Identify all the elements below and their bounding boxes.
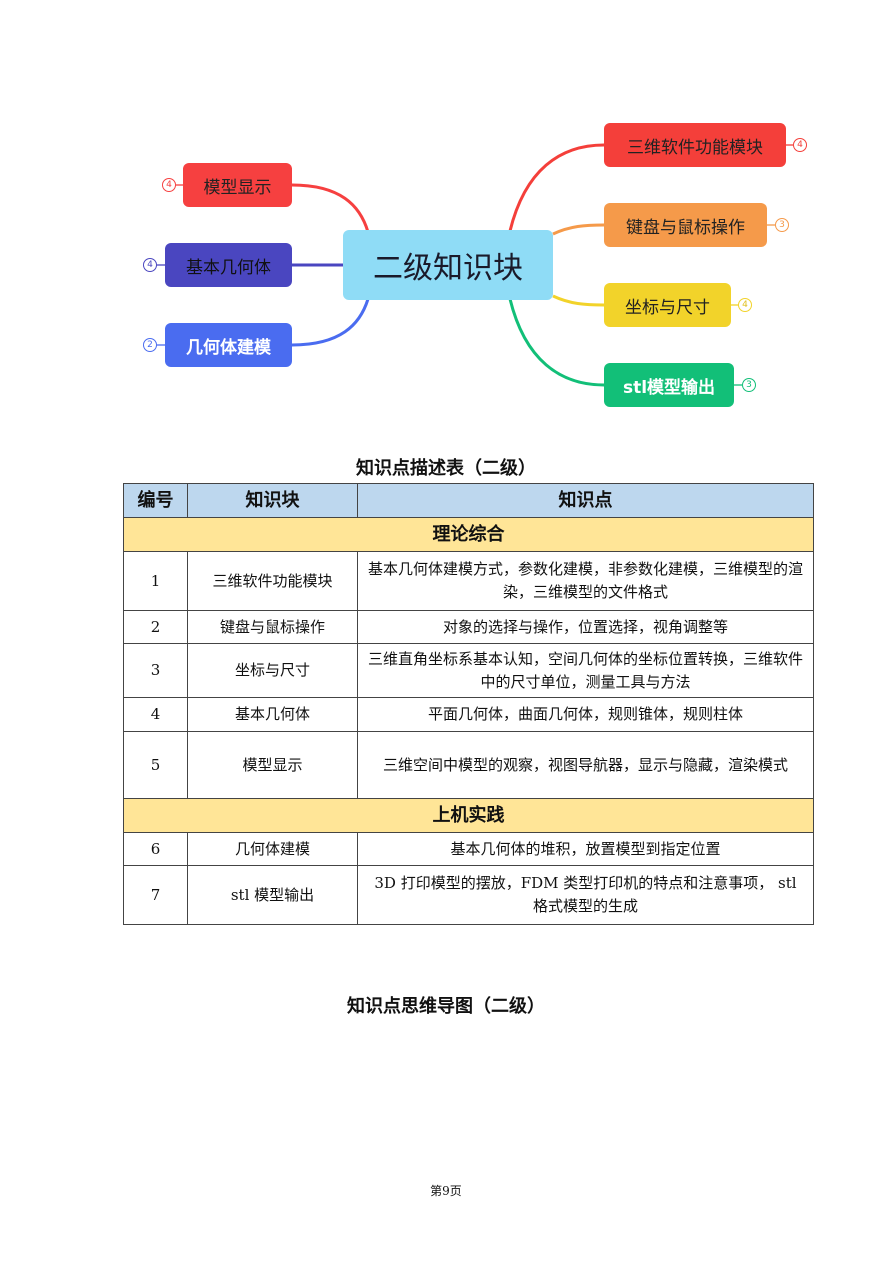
cell-block: 基本几何体 [187, 697, 358, 732]
link-geometry-modeling [291, 298, 370, 347]
cell-points: 三维直角坐标系基本认知，空间几何体的坐标位置转换，三维软件中的尺寸单位，测量工具… [357, 643, 814, 698]
cell-points: 三维空间中模型的观察，视图导航器，显示与隐藏，渲染模式 [357, 731, 814, 799]
cell-no: 6 [123, 832, 188, 866]
mindmap-node-basic-geometry: 基本几何体 [165, 243, 292, 287]
section-practice: 上机实践 [123, 798, 814, 833]
table-header-row: 编号 知识块 知识点 [123, 483, 814, 518]
link-keyboard [552, 223, 605, 236]
count-badge: 4 [793, 138, 807, 152]
cell-points: 对象的选择与操作，位置选择，视角调整等 [357, 610, 814, 644]
cell-no: 1 [123, 551, 188, 611]
cell-no: 5 [123, 731, 188, 799]
cell-points: 基本几何体建模方式，参数化建模，非参数化建模，三维模型的渲染，三维模型的文件格式 [357, 551, 814, 611]
cell-no: 4 [123, 697, 188, 732]
count-badge: 3 [775, 218, 789, 232]
table-title: 知识点描述表（二级） [356, 458, 536, 479]
cell-points: 3D 打印模型的摆放，FDM 类型打印机的特点和注意事项， stl 格式模型的生… [357, 865, 814, 925]
header-block: 知识块 [187, 483, 358, 518]
count-badge: 4 [143, 258, 157, 272]
cell-no: 3 [123, 643, 188, 698]
cell-block: 模型显示 [187, 731, 358, 799]
cell-block: stl 模型输出 [187, 865, 358, 925]
cell-points: 基本几何体的堆积，放置模型到指定位置 [357, 832, 814, 866]
mindmap-links [157, 143, 793, 387]
count-badge: 4 [162, 178, 176, 192]
header-points: 知识点 [357, 483, 814, 518]
count-badge: 2 [143, 338, 157, 352]
cell-block: 几何体建模 [187, 832, 358, 866]
mindmap-node-keyboard-mouse: 键盘与鼠标操作 [604, 203, 767, 247]
mindmap-node-stl-output: stl模型输出 [604, 363, 734, 407]
mindmap-node-coords-size: 坐标与尺寸 [604, 283, 731, 327]
cell-points: 平面几何体，曲面几何体，规则锥体，规则柱体 [357, 697, 814, 732]
mindmap-node-geometry-modeling: 几何体建模 [165, 323, 292, 367]
mindmap-node-software-modules: 三维软件功能模块 [604, 123, 786, 167]
mindmap-title: 知识点思维导图（二级） [347, 996, 545, 1017]
link-coords [552, 294, 605, 307]
count-badge: 4 [738, 298, 752, 312]
mindmap-node-model-display: 模型显示 [183, 163, 292, 207]
cell-no: 2 [123, 610, 188, 644]
cell-no: 7 [123, 865, 188, 925]
link-model-display [291, 183, 370, 233]
cell-block: 坐标与尺寸 [187, 643, 358, 698]
header-number: 编号 [123, 483, 188, 518]
section-theory: 理论综合 [123, 517, 814, 552]
mindmap-center-node: 二级知识块 [343, 230, 553, 300]
cell-block: 三维软件功能模块 [187, 551, 358, 611]
page-number: 第9页 [430, 1184, 462, 1198]
count-badge: 3 [742, 378, 756, 392]
link-stl [508, 298, 605, 387]
cell-block: 键盘与鼠标操作 [187, 610, 358, 644]
link-software [508, 143, 605, 232]
